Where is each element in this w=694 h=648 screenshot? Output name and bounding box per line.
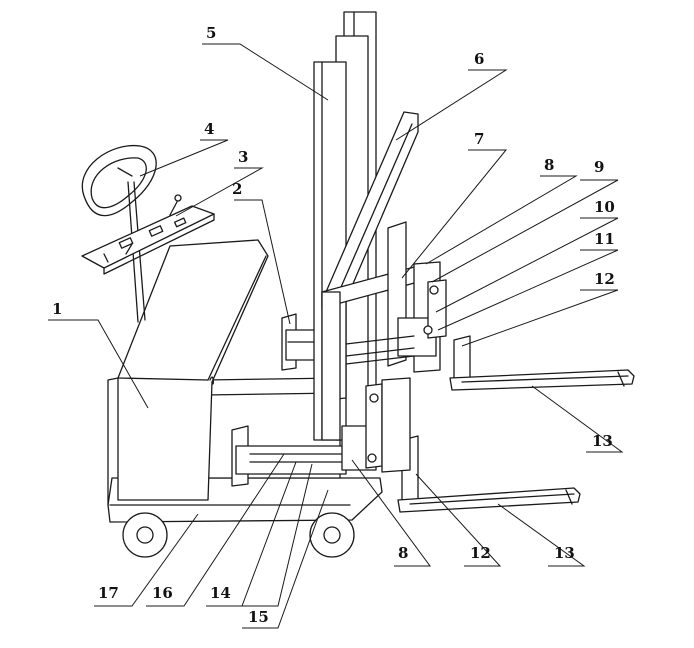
label-13-lower: 13	[554, 544, 575, 562]
label-5: 5	[206, 24, 216, 42]
label-8-lower: 8	[398, 544, 408, 562]
front-wheel	[122, 512, 168, 558]
steering-assembly	[81, 144, 215, 323]
label-16: 16	[152, 584, 173, 602]
label-14: 14	[210, 584, 231, 602]
label-7: 7	[474, 130, 484, 148]
label-1: 1	[52, 300, 62, 318]
inclined-frame	[321, 111, 419, 441]
label-8-upper: 8	[544, 156, 554, 174]
label-2: 2	[232, 180, 242, 198]
front-frame	[281, 313, 321, 371]
label-12-upper: 12	[594, 270, 615, 288]
label-9: 9	[594, 158, 604, 176]
label-4: 4	[204, 120, 214, 138]
reference-numerals: 1 2 3 4 5 6 7 8 9 10 11 12 13 14 15 16 1…	[52, 24, 615, 626]
label-3: 3	[238, 148, 248, 166]
lower-carriage	[231, 377, 419, 503]
label-15: 15	[248, 608, 269, 626]
upper-fork	[449, 369, 635, 391]
label-12-lower: 12	[470, 544, 491, 562]
label-11: 11	[594, 230, 615, 248]
operator-body	[107, 239, 269, 506]
leader-lines	[48, 43, 624, 629]
rear-wheel	[309, 512, 355, 558]
label-13-upper: 13	[592, 432, 613, 450]
lower-fork	[397, 487, 581, 513]
upper-carriage	[345, 221, 471, 381]
label-10: 10	[594, 198, 615, 216]
label-17: 17	[98, 584, 119, 602]
label-6: 6	[474, 50, 484, 68]
